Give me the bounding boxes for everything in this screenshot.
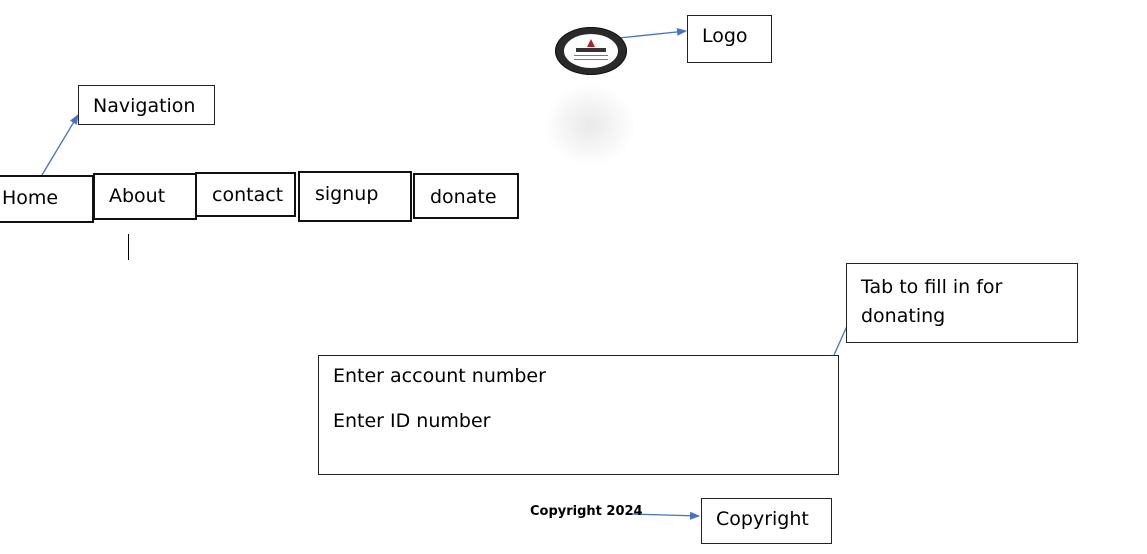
nav-item-about[interactable]: About: [93, 173, 197, 220]
nav-item-label: Home: [2, 187, 59, 209]
donate-form-callout: Tab to fill in for donating: [846, 263, 1078, 343]
id-number-field[interactable]: Enter ID number: [333, 410, 491, 432]
nav-item-label: donate: [430, 186, 497, 208]
nav-item-home[interactable]: Home: [0, 175, 94, 223]
logo-shadow-glow: [540, 80, 640, 170]
nav-item-donate[interactable]: donate: [413, 173, 519, 219]
logo-mountain-icon: [587, 39, 595, 47]
nav-item-label: signup: [315, 183, 379, 205]
copyright-text: Copyright 2024: [530, 504, 643, 519]
account-number-field[interactable]: Enter account number: [333, 365, 546, 387]
copyright-connector: [629, 511, 700, 520]
copyright-callout-label: Copyright: [716, 508, 809, 530]
copyright-callout: Copyright: [701, 498, 832, 544]
logo-badge-inner: [564, 34, 618, 68]
logo-line: [574, 59, 608, 60]
donate-form-connector: [833, 325, 848, 356]
nav-item-label: contact: [212, 184, 284, 206]
logo-badge-icon[interactable]: [555, 27, 627, 75]
navigation-callout-label: Navigation: [93, 95, 196, 117]
logo-callout: Logo: [687, 15, 772, 63]
logo-connector: [618, 27, 687, 39]
navigation-callout: Navigation: [78, 85, 215, 125]
nav-item-contact[interactable]: contact: [195, 172, 296, 217]
donate-form: Enter account number Enter ID number: [318, 355, 839, 475]
logo-callout-label: Logo: [702, 25, 748, 47]
logo-line: [574, 55, 608, 56]
logo-band: [576, 48, 606, 52]
nav-item-signup[interactable]: signup: [298, 171, 412, 222]
donate-form-callout-label: Tab to fill in for donating: [861, 276, 1003, 327]
nav-item-label: About: [109, 185, 166, 207]
text-cursor: [128, 234, 129, 260]
navigation-connector: [41, 114, 79, 176]
